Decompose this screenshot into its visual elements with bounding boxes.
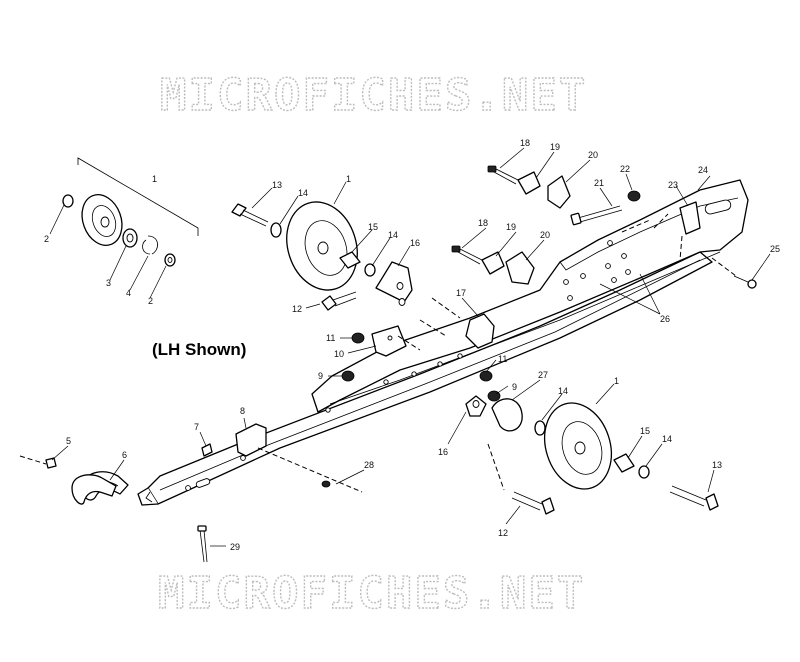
- wheel-kit: [62, 157, 199, 267]
- callout-6: 6: [122, 450, 127, 460]
- callout-15: 15: [368, 222, 378, 232]
- callout-12: 12: [498, 528, 508, 538]
- callout-24: 24: [698, 165, 708, 175]
- callout-numbers: 1 2 3 4 2 13 14 1 15 14 16 12 18 19 20 2…: [44, 138, 780, 552]
- callout-26: 26: [660, 314, 670, 324]
- assembly-lines: [19, 213, 737, 493]
- callout-1: 1: [614, 376, 619, 386]
- callout-19: 19: [506, 222, 516, 232]
- callout-2: 2: [44, 234, 49, 244]
- callout-15: 15: [640, 426, 650, 436]
- callout-17: 17: [456, 288, 466, 298]
- upper-left-wheel: [231, 201, 495, 382]
- callout-9: 9: [318, 371, 323, 381]
- rear-pivot-group: [451, 165, 757, 289]
- callout-11: 11: [326, 333, 335, 343]
- callout-16: 16: [410, 238, 420, 248]
- callout-23: 23: [668, 180, 678, 190]
- callout-14: 14: [558, 386, 568, 396]
- callout-1: 1: [346, 174, 351, 184]
- view-label: (LH Shown): [152, 340, 246, 359]
- callout-21: 21: [594, 178, 604, 188]
- callout-13: 13: [272, 180, 282, 190]
- callout-2: 2: [148, 296, 153, 306]
- callout-7: 7: [194, 422, 199, 432]
- watermark-bottom: MICROFICHES.NET: [158, 568, 585, 619]
- callout-18: 18: [520, 138, 530, 148]
- callout-25: 25: [770, 244, 780, 254]
- callout-3: 3: [106, 278, 111, 288]
- callout-1: 1: [152, 174, 157, 184]
- callout-14: 14: [298, 188, 308, 198]
- callout-27: 27: [538, 370, 548, 380]
- callout-13: 13: [712, 460, 722, 470]
- callout-10: 10: [334, 349, 344, 359]
- callout-19: 19: [550, 142, 560, 152]
- callout-20: 20: [588, 150, 598, 160]
- callout-9: 9: [512, 382, 517, 392]
- leader-lines: [49, 147, 771, 547]
- callout-14: 14: [388, 230, 398, 240]
- callout-18: 18: [478, 218, 488, 228]
- callout-5: 5: [66, 436, 71, 446]
- callout-4: 4: [126, 288, 131, 298]
- rear-lower-wheel: [465, 370, 719, 515]
- callout-8: 8: [240, 406, 245, 416]
- callout-14: 14: [662, 434, 672, 444]
- callout-16: 16: [438, 447, 448, 457]
- callout-20: 20: [540, 230, 550, 240]
- rail-assembly: [82, 179, 749, 506]
- callout-22: 22: [620, 164, 630, 174]
- watermark-top: MICROFICHES.NET: [160, 70, 587, 121]
- callout-12: 12: [292, 304, 302, 314]
- callout-28: 28: [364, 460, 374, 470]
- callout-11: 11: [498, 354, 507, 364]
- callout-29: 29: [230, 542, 240, 552]
